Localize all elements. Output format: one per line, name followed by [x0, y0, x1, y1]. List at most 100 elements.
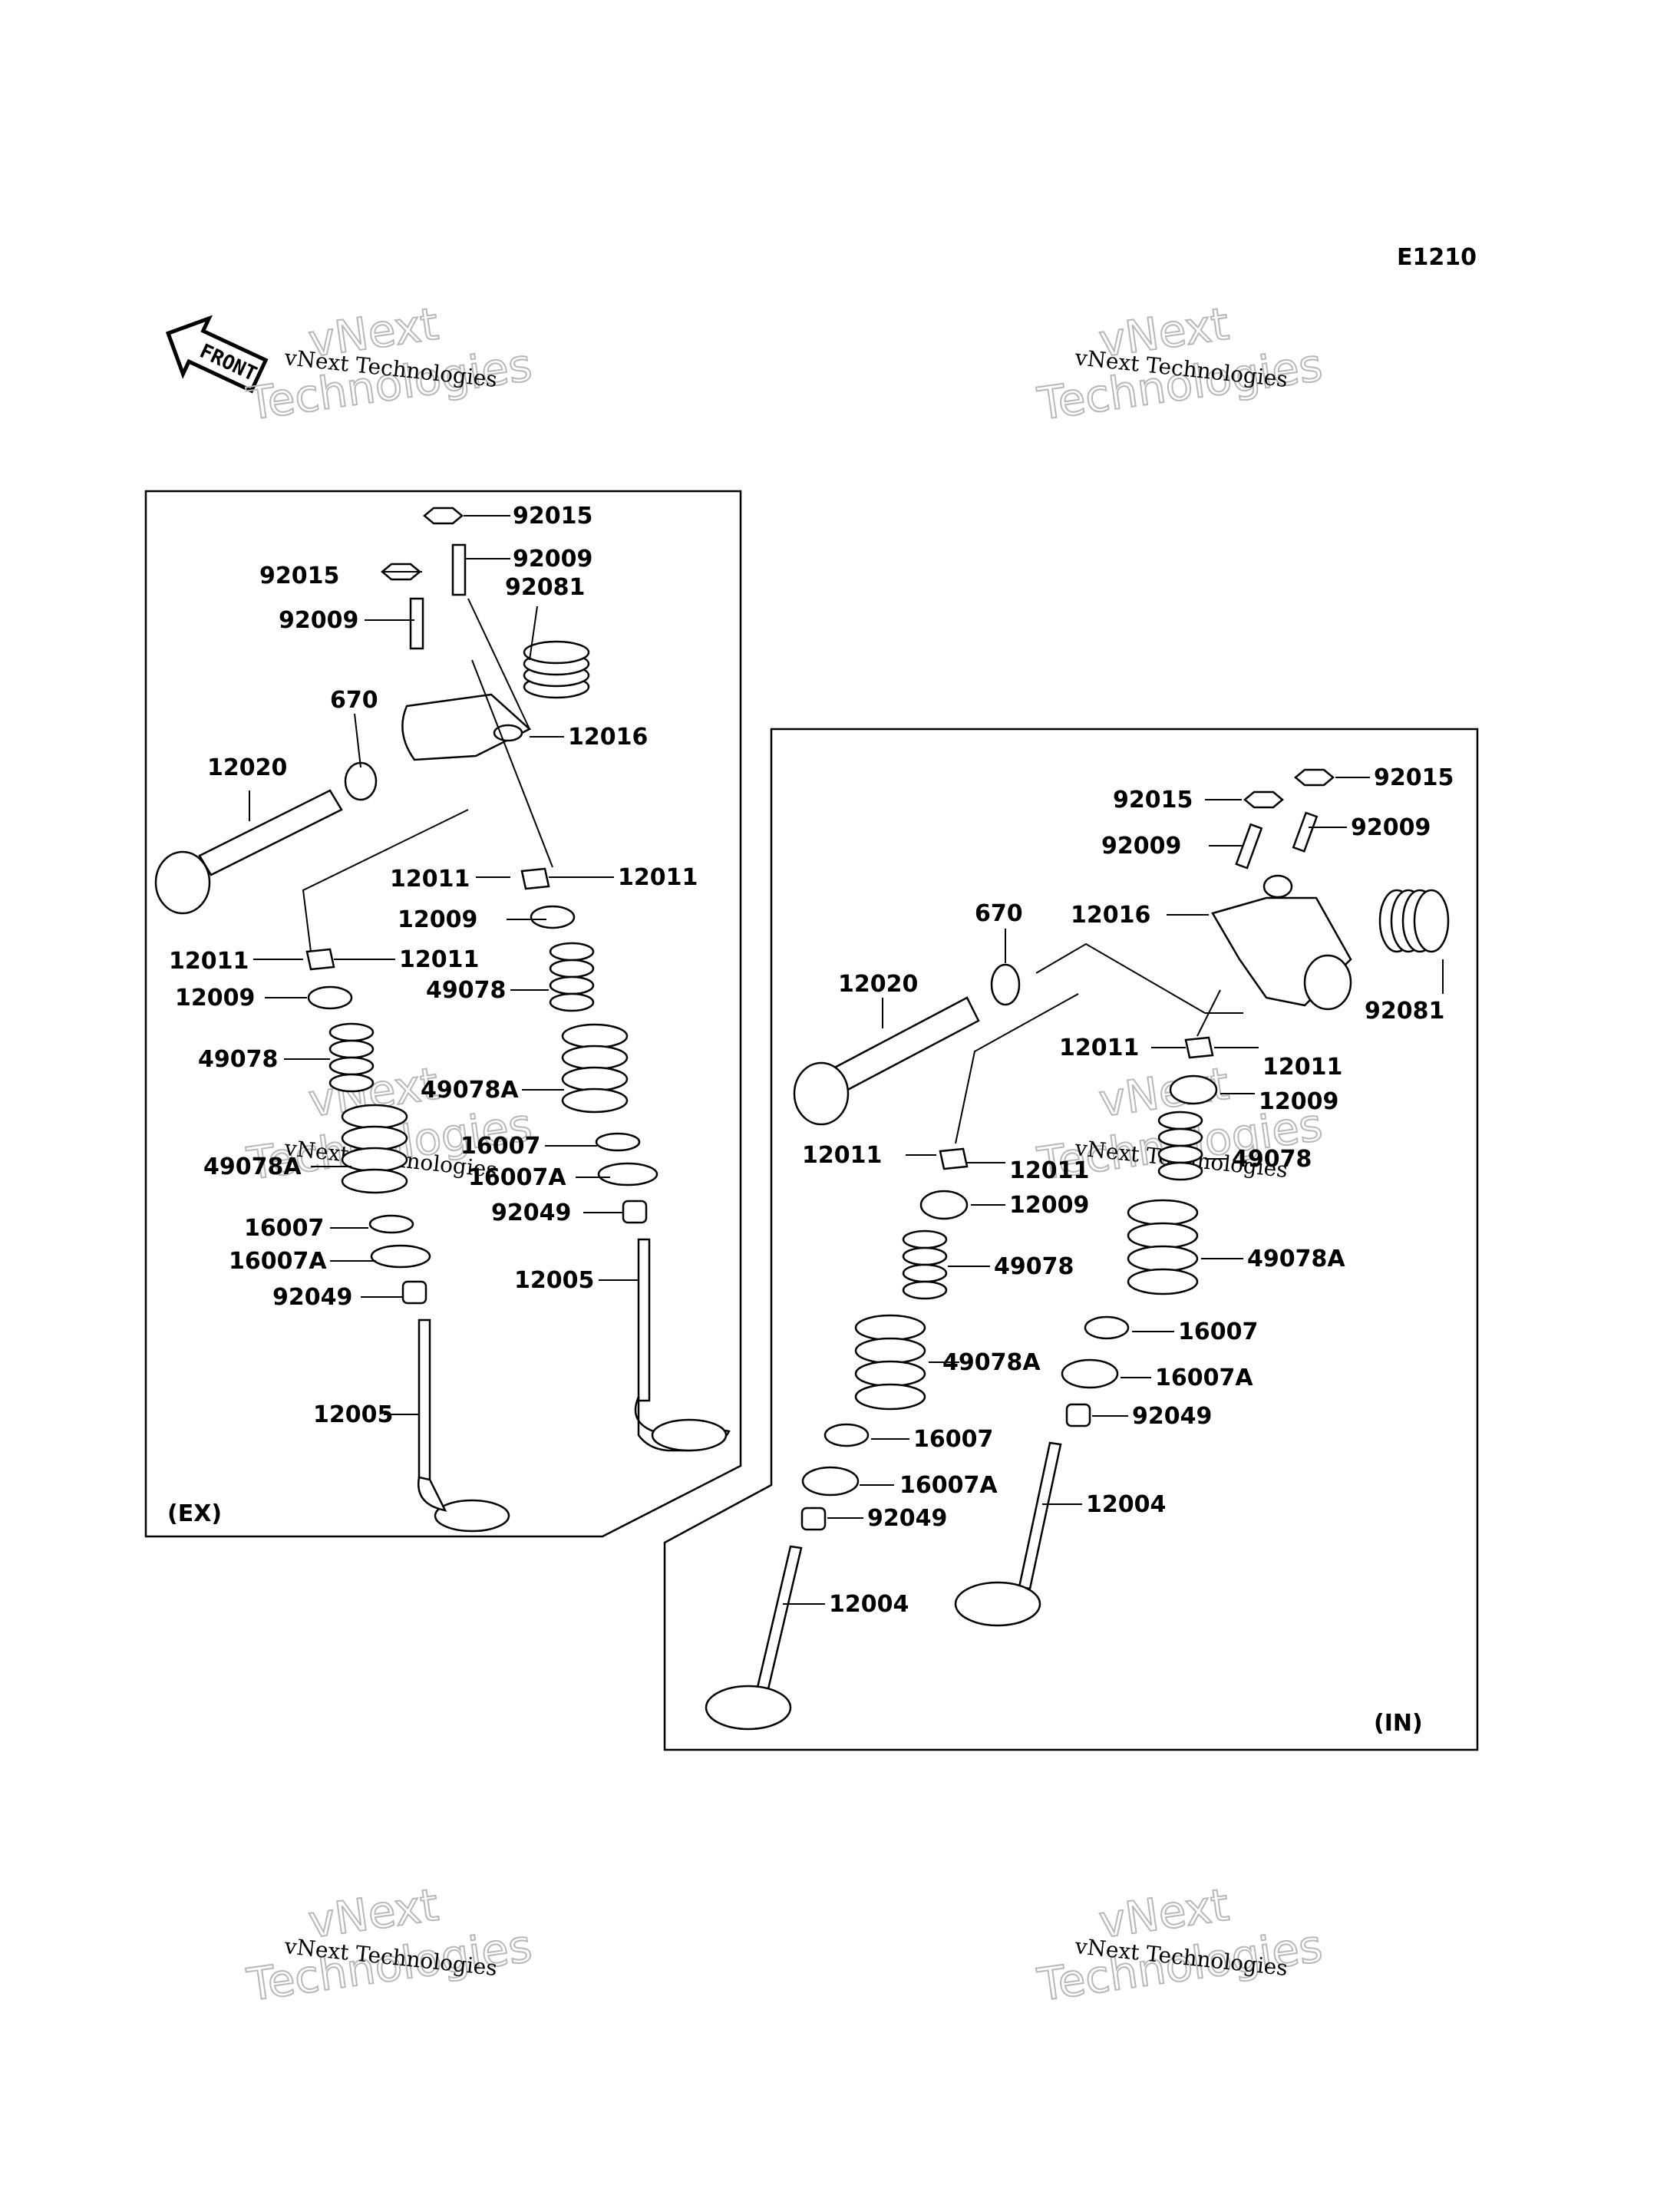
part-label: 49078A: [203, 1153, 302, 1180]
part-label: 49078: [994, 1253, 1074, 1280]
retainer-12009: [919, 1190, 969, 1220]
part-label: 12020: [838, 971, 918, 998]
nut-92015: [1243, 790, 1284, 809]
stem-seal-92049: [401, 1280, 427, 1305]
intake-panel: (IN): [663, 728, 1479, 1751]
part-label: 12011: [802, 1142, 882, 1169]
retainer-12009: [1169, 1074, 1218, 1105]
part-label: 12004: [1086, 1491, 1166, 1518]
outer-spring-49078A: [341, 1104, 408, 1194]
intake-parts: [705, 768, 1450, 1731]
retainer-12009: [530, 905, 576, 929]
part-label: 12009: [1009, 1192, 1089, 1219]
part-label: 12009: [175, 985, 255, 1012]
part-label: 92009: [1101, 833, 1181, 860]
part-label: 16007A: [899, 1472, 998, 1499]
seat-16007: [595, 1132, 641, 1152]
seat-16007: [823, 1423, 870, 1447]
part-label: 12005: [313, 1401, 393, 1428]
part-label: 92081: [1365, 998, 1444, 1025]
part-label: 16007: [1178, 1318, 1258, 1345]
part-label: 92081: [505, 574, 585, 601]
part-label: 16007: [244, 1215, 324, 1242]
part-label: 49078: [198, 1046, 278, 1073]
part-label: 92009: [1351, 814, 1431, 841]
o-ring-670: [344, 761, 378, 801]
part-label: 12011: [1262, 1054, 1342, 1081]
exhaust-valve-12005: [417, 1318, 510, 1533]
rocker-shaft-12020: [793, 996, 980, 1126]
part-label: 12011: [390, 866, 470, 893]
part-label: 92049: [272, 1284, 352, 1311]
part-label: 16007A: [1155, 1365, 1253, 1391]
part-label: 670: [330, 687, 378, 714]
part-label: 16007A: [229, 1248, 327, 1275]
part-label: 12009: [1259, 1088, 1338, 1115]
part-label: 12011: [618, 864, 698, 891]
part-label: 92015: [1374, 764, 1454, 791]
outer-spring-49078A: [854, 1314, 926, 1411]
part-label: 92009: [279, 607, 358, 634]
part-label: 92049: [491, 1200, 571, 1226]
part-label: 92015: [259, 563, 339, 589]
o-ring-670: [990, 963, 1021, 1006]
part-label: 12009: [398, 906, 477, 933]
stem-seal-92049: [1065, 1403, 1091, 1427]
part-label: 49078: [426, 977, 506, 1004]
seat-16007: [1084, 1315, 1130, 1340]
part-label: 12005: [514, 1267, 594, 1294]
inner-spring-49078: [902, 1229, 948, 1300]
part-label: 12011: [169, 948, 249, 975]
outer-spring-49078A: [1127, 1199, 1199, 1295]
inner-spring-49078: [549, 942, 595, 1012]
part-label: 12020: [207, 754, 287, 781]
rocker-spring-92081: [1378, 889, 1450, 953]
intake-labels: 92015 92015 92009 92009 670 12016 92081 …: [783, 764, 1454, 1618]
rocker-spring-92081: [523, 640, 590, 699]
part-label: 12011: [399, 946, 479, 973]
diagram-code: E1210: [1397, 244, 1477, 271]
seat-16007: [368, 1214, 414, 1234]
part-label: 12016: [1071, 902, 1150, 929]
cotter-12011: [520, 867, 550, 890]
stem-seal-92049: [800, 1507, 827, 1531]
part-label: 16007A: [468, 1164, 566, 1191]
seat-16007A: [597, 1162, 658, 1186]
exhaust-panel: (EX): [144, 490, 742, 1538]
stem-seal-92049: [622, 1200, 648, 1224]
part-label: 92049: [867, 1505, 947, 1532]
nut-92015: [423, 507, 464, 525]
part-label: 16007: [913, 1426, 993, 1453]
inner-spring-49078: [328, 1022, 375, 1093]
intake-valve-12004: [705, 1545, 803, 1731]
part-label: 12011: [1059, 1035, 1139, 1061]
part-label: 16007: [460, 1133, 540, 1160]
intake-group-label: (IN): [1374, 1710, 1423, 1737]
seat-16007A: [801, 1466, 860, 1497]
intake-valve-12004: [954, 1441, 1062, 1627]
cotter-12011: [305, 948, 335, 971]
seat-16007A: [1061, 1358, 1119, 1389]
part-label: 92049: [1132, 1403, 1212, 1430]
adjust-screw-92009: [1235, 823, 1263, 870]
nut-92015: [1294, 768, 1335, 787]
adjust-screw-92009: [1292, 811, 1319, 853]
part-label: 49078A: [942, 1349, 1041, 1376]
part-label: 92009: [513, 546, 592, 573]
part-label: 49078: [1232, 1146, 1312, 1173]
part-label: 12004: [829, 1591, 909, 1618]
seat-16007A: [370, 1244, 431, 1269]
watermark: vNext Technologies vNext Technologies vN…: [243, 297, 1326, 2012]
part-label: 92015: [513, 503, 592, 530]
cotter-12011: [939, 1147, 969, 1170]
outer-spring-49078A: [561, 1023, 629, 1114]
part-label: 92015: [1113, 787, 1193, 814]
rocker-arm-12016: [401, 693, 532, 761]
rocker-shaft-12020: [154, 789, 343, 915]
part-label: 12016: [568, 724, 648, 751]
exhaust-group-label: (EX): [167, 1500, 222, 1527]
adjust-screw-92009: [409, 597, 424, 650]
exhaust-labels: 92015 92009 92081 92015 92009 670 12016 …: [169, 503, 698, 1428]
exhaust-valve-12005: [634, 1238, 731, 1452]
